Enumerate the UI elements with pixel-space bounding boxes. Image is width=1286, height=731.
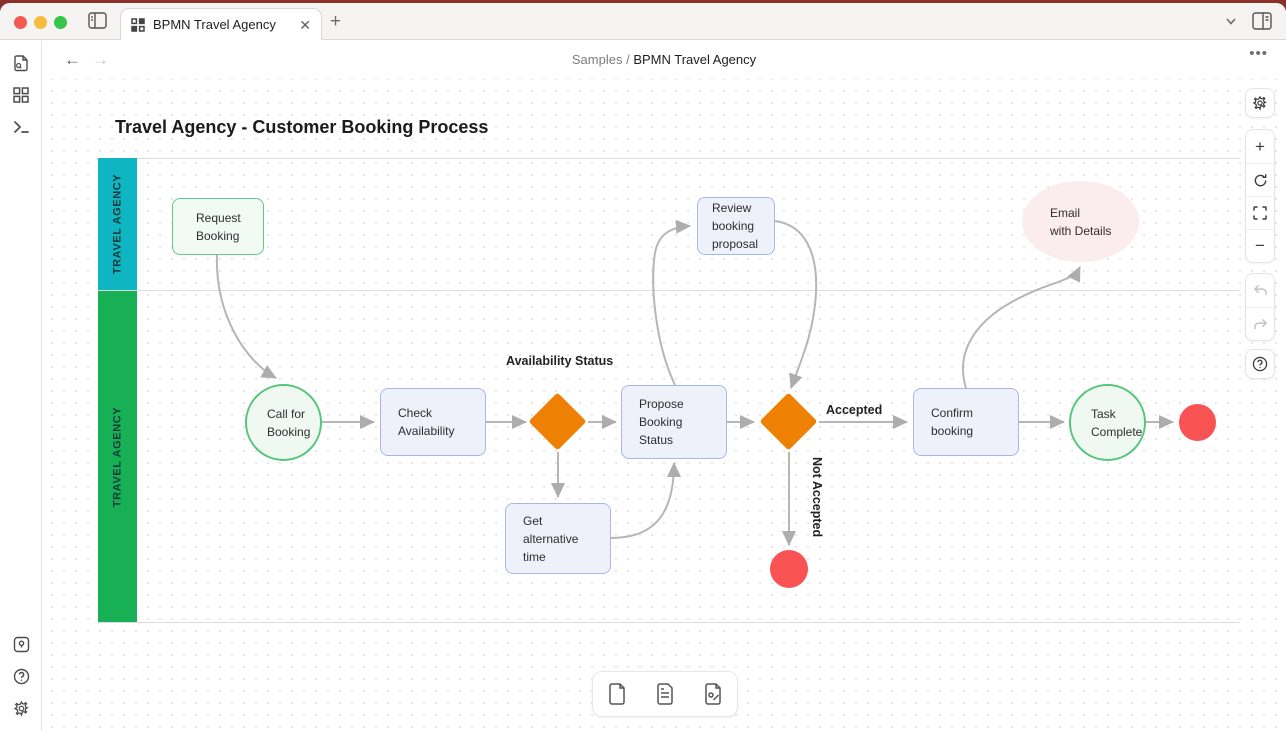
blocks-icon[interactable]	[0, 81, 42, 109]
pool-top-line	[98, 158, 1240, 159]
canvas-help-button[interactable]	[1245, 349, 1275, 379]
help-icon[interactable]	[0, 662, 42, 690]
left-sidebar-toggle-icon[interactable]	[88, 12, 107, 29]
document-search-icon[interactable]	[0, 49, 42, 77]
label-accepted: Accepted	[826, 403, 883, 417]
node-get-alternative-time[interactable]: Get alternative time	[505, 503, 611, 574]
breadcrumb-parent[interactable]: Samples	[571, 52, 623, 67]
edge-request-to-call	[215, 254, 277, 379]
text-file-icon[interactable]	[648, 677, 682, 711]
traffic-light-minimize[interactable]	[34, 16, 47, 29]
node-confirm-booking[interactable]: Confirm booking	[913, 388, 1019, 456]
bpmn-board-icon	[131, 17, 145, 32]
diagram-title: Travel Agency - Customer Booking Process	[115, 117, 489, 137]
end-event-complete[interactable]	[1179, 404, 1216, 441]
back-button[interactable]: ←	[64, 50, 81, 69]
breadcrumb-current: BPMN Travel Agency	[633, 52, 757, 67]
lane-1-label: TRAVEL AGENCY	[111, 173, 124, 275]
node-review-booking-proposal[interactable]: Review booking proposal	[697, 197, 775, 255]
end-event-not-accepted[interactable]	[770, 550, 808, 588]
label-availability-status: Availability Status	[506, 354, 614, 368]
tab-bpmn-travel-agency[interactable]: BPMN Travel Agency ✕	[120, 8, 322, 40]
label-not-accepted: Not Accepted	[810, 457, 824, 538]
node-propose-booking-status[interactable]: Propose Booking Status	[621, 385, 727, 459]
canvas-settings-button[interactable]	[1245, 88, 1275, 118]
new-file-icon[interactable]	[600, 677, 634, 711]
edge-review-to-gw2	[774, 220, 818, 389]
edge-confirm-to-email	[961, 266, 1081, 389]
title-bar: BPMN Travel Agency ✕ +	[0, 3, 1286, 40]
undo-button[interactable]	[1246, 274, 1274, 307]
bottom-file-toolbar	[592, 671, 738, 717]
fit-screen-button[interactable]	[1246, 196, 1274, 229]
chevron-down-icon[interactable]	[1224, 14, 1238, 28]
traffic-light-close[interactable]	[14, 16, 27, 29]
left-icon-rail	[0, 41, 42, 731]
node-task-complete[interactable]: Task Complete	[1069, 384, 1146, 461]
node-check-availability[interactable]: Check Availability	[380, 388, 486, 456]
image-file-icon[interactable]	[696, 677, 730, 711]
gateway-availability[interactable]	[528, 392, 587, 451]
node-email-with-details[interactable]: Email with Details	[1022, 181, 1139, 262]
reset-view-button[interactable]	[1246, 163, 1274, 196]
breadcrumb-separator: /	[626, 52, 630, 67]
new-tab-button[interactable]: +	[330, 11, 342, 32]
breadcrumb: Samples / BPMN Travel Agency	[42, 52, 1286, 67]
diagram-canvas[interactable]: Travel Agency - Customer Booking Process…	[42, 79, 1286, 731]
app-window: BPMN Travel Agency ✕ +	[0, 3, 1286, 731]
forward-button[interactable]: →	[92, 50, 109, 69]
zoom-in-button[interactable]: +	[1255, 136, 1265, 156]
lane-customer-bar[interactable]: TRAVEL AGENCY	[98, 158, 137, 290]
history-group	[1245, 273, 1275, 341]
edge-propose-to-review	[652, 219, 691, 386]
zoom-controls-group: + −	[1245, 129, 1275, 263]
close-tab-icon[interactable]: ✕	[299, 16, 311, 33]
right-sidebar-toggle-icon[interactable]	[1252, 12, 1272, 30]
nav-row: ← → Samples / BPMN Travel Agency •••	[42, 41, 1286, 79]
terminal-icon[interactable]	[0, 113, 42, 141]
tips-icon[interactable]	[0, 630, 42, 658]
zoom-out-button[interactable]: −	[1246, 229, 1274, 262]
node-call-for-booking[interactable]: Call for Booking	[245, 384, 322, 461]
pool-bottom-line	[98, 622, 1240, 623]
lane-agency-bar[interactable]: TRAVEL AGENCY	[98, 291, 137, 622]
edge-alt-to-propose	[610, 462, 681, 539]
more-options-button[interactable]: •••	[1249, 45, 1268, 62]
node-request-booking[interactable]: Request Booking	[172, 198, 264, 255]
lane-divider-line	[98, 290, 1240, 291]
lane-2-label: TRAVEL AGENCY	[111, 406, 124, 507]
redo-button[interactable]	[1246, 307, 1274, 340]
traffic-light-maximize[interactable]	[54, 16, 67, 29]
tab-title: BPMN Travel Agency	[153, 17, 276, 32]
gateway-accepted[interactable]	[759, 392, 818, 451]
settings-gear-icon[interactable]	[0, 694, 42, 722]
